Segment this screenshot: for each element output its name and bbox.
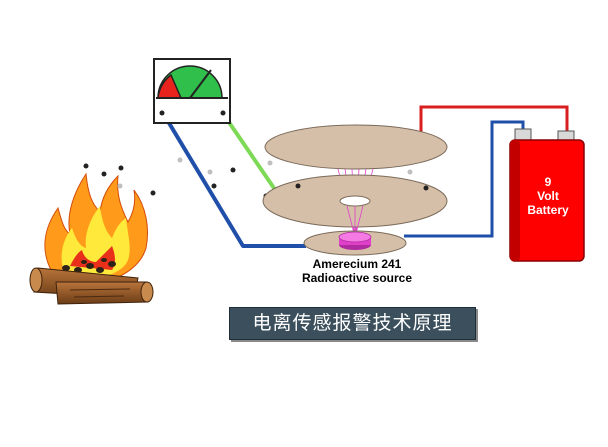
- wire-blue-meter: [161, 111, 306, 248]
- battery-label-line3: Battery: [527, 203, 569, 217]
- source-description-label: Radioactive source: [302, 271, 412, 285]
- battery-label-line1: 9: [545, 175, 552, 189]
- fire-log-front: [55, 281, 154, 305]
- source-name-label: Amerecium 241: [313, 257, 402, 271]
- top-electrode-plate: [264, 124, 448, 170]
- battery-icon: [509, 128, 585, 262]
- battery-label-line2: Volt: [537, 189, 559, 203]
- wire-green-meter: [222, 113, 280, 196]
- wire-red-battery: [419, 105, 569, 136]
- radioactive-source: [338, 231, 372, 250]
- campfire-icon: [29, 172, 154, 305]
- fire-red-core: [70, 246, 115, 270]
- analog-meter-icon: [153, 58, 231, 124]
- wire-blue-battery: [404, 120, 525, 238]
- middle-electrode-plate: [262, 169, 448, 228]
- fire-embers: [62, 258, 116, 273]
- diagram-title: 电离传感报警技术原理: [229, 307, 476, 340]
